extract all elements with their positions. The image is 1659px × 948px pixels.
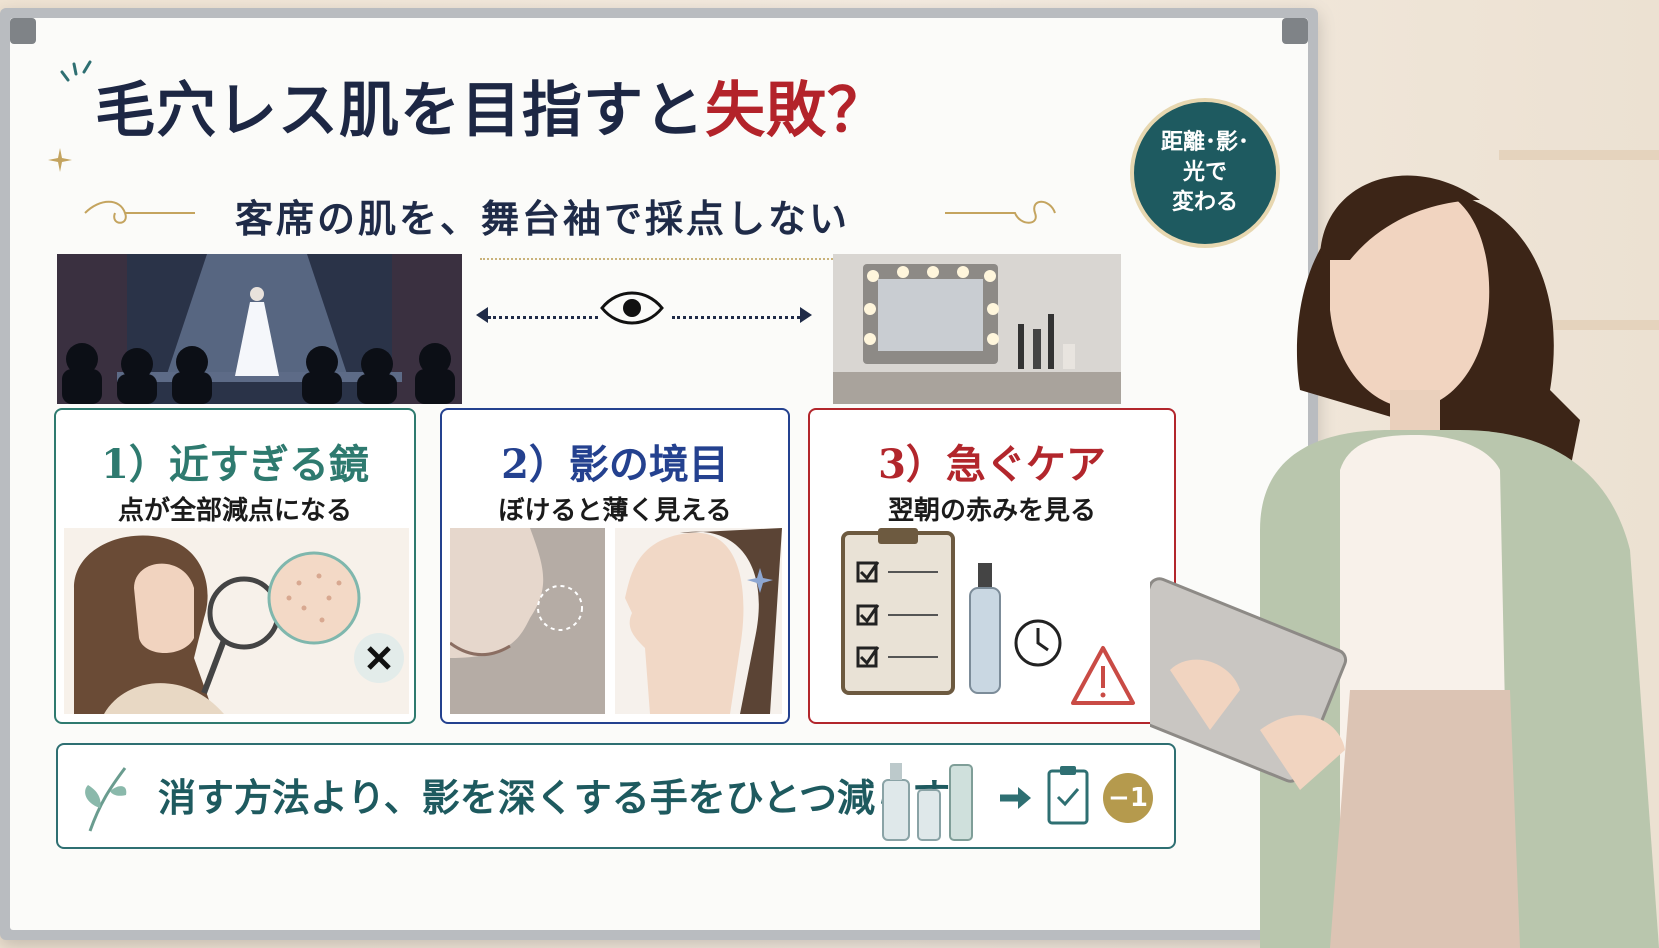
card-shadow-border: 2）影の境目 ぼけると薄く見える: [440, 408, 790, 724]
whiteboard-frame: 毛穴レス肌を目指すと失敗？ 客席の肌を、舞台袖で採点しない 距離･影･ 光で 変…: [0, 8, 1318, 940]
sparkle-icon: [747, 568, 773, 593]
shadow-profile-illustration: [450, 528, 782, 714]
care-checklist-illustration: [841, 528, 1135, 705]
sparkle-icon: [48, 148, 72, 172]
left-arrowhead: [476, 307, 488, 323]
bottom-banner: 消す方法より、影を深くする手をひとつ減らす −1: [56, 743, 1176, 849]
sparkle-lines-icon: [60, 60, 92, 82]
board-corner: [10, 18, 36, 44]
bottom-message: 消す方法より、影を深くする手をひとつ減らす: [158, 775, 951, 820]
whiteboard: 毛穴レス肌を目指すと失敗？ 客席の肌を、舞台袖で採点しない 距離･影･ 光で 変…: [10, 18, 1308, 930]
minus-one-badge: −1: [1103, 773, 1153, 823]
distance-shadow-light-badge: 距離･影･ 光で 変わる: [1130, 98, 1280, 248]
right-flourish-icon: [945, 200, 1056, 224]
mirror-check-illustration: [64, 528, 409, 714]
card-1-subtext: 点が全部減点になる: [117, 496, 352, 526]
dotted-line-left: [488, 316, 598, 319]
dotted-line-right: [672, 316, 800, 319]
board-corner: [1282, 18, 1308, 44]
stage-illustration: [57, 254, 462, 404]
badge-line-2: 光で: [1182, 160, 1227, 186]
background-shelf: [1499, 150, 1659, 160]
card-2-heading: 2）影の境目: [501, 441, 729, 488]
x-icon: [367, 646, 391, 670]
right-arrowhead: [800, 307, 812, 323]
page-title: 毛穴レス肌を目指すと失敗？: [95, 62, 888, 149]
badge-line-3: 変わる: [1171, 189, 1238, 215]
card-rushed-care: 3）急ぐケア 翌朝の赤みを見る: [808, 408, 1176, 724]
divider-line: [480, 258, 840, 260]
left-flourish-icon: [84, 200, 195, 224]
card-1-heading: 1）近すぎる鏡: [101, 441, 369, 488]
card-3-heading: 3）急ぐケア: [878, 441, 1106, 488]
title-accent: 失敗？: [705, 76, 888, 146]
presenter-illustration: [1150, 175, 1659, 948]
eye-icon: [600, 291, 664, 325]
card-3-subtext: 翌朝の赤みを見る: [887, 496, 1096, 526]
subtitle: 客席の肌を、舞台袖で採点しない: [235, 196, 851, 241]
card-close-mirror: 1）近すぎる鏡 点が全部減点になる: [54, 408, 416, 724]
bottles-icon: [882, 763, 973, 841]
card-2-subtext: ぼけると薄く見える: [498, 496, 732, 526]
badge-line-1: 距離･影･: [1160, 130, 1249, 156]
title-main: 毛穴レス肌を目指すと: [95, 76, 705, 146]
backstage-mirror-illustration: [833, 254, 1121, 404]
leaf-icon: [85, 767, 127, 832]
checklist-icon: [1047, 766, 1089, 825]
arrow-right-icon: [1000, 787, 1031, 809]
background-shelf: [1499, 320, 1659, 330]
